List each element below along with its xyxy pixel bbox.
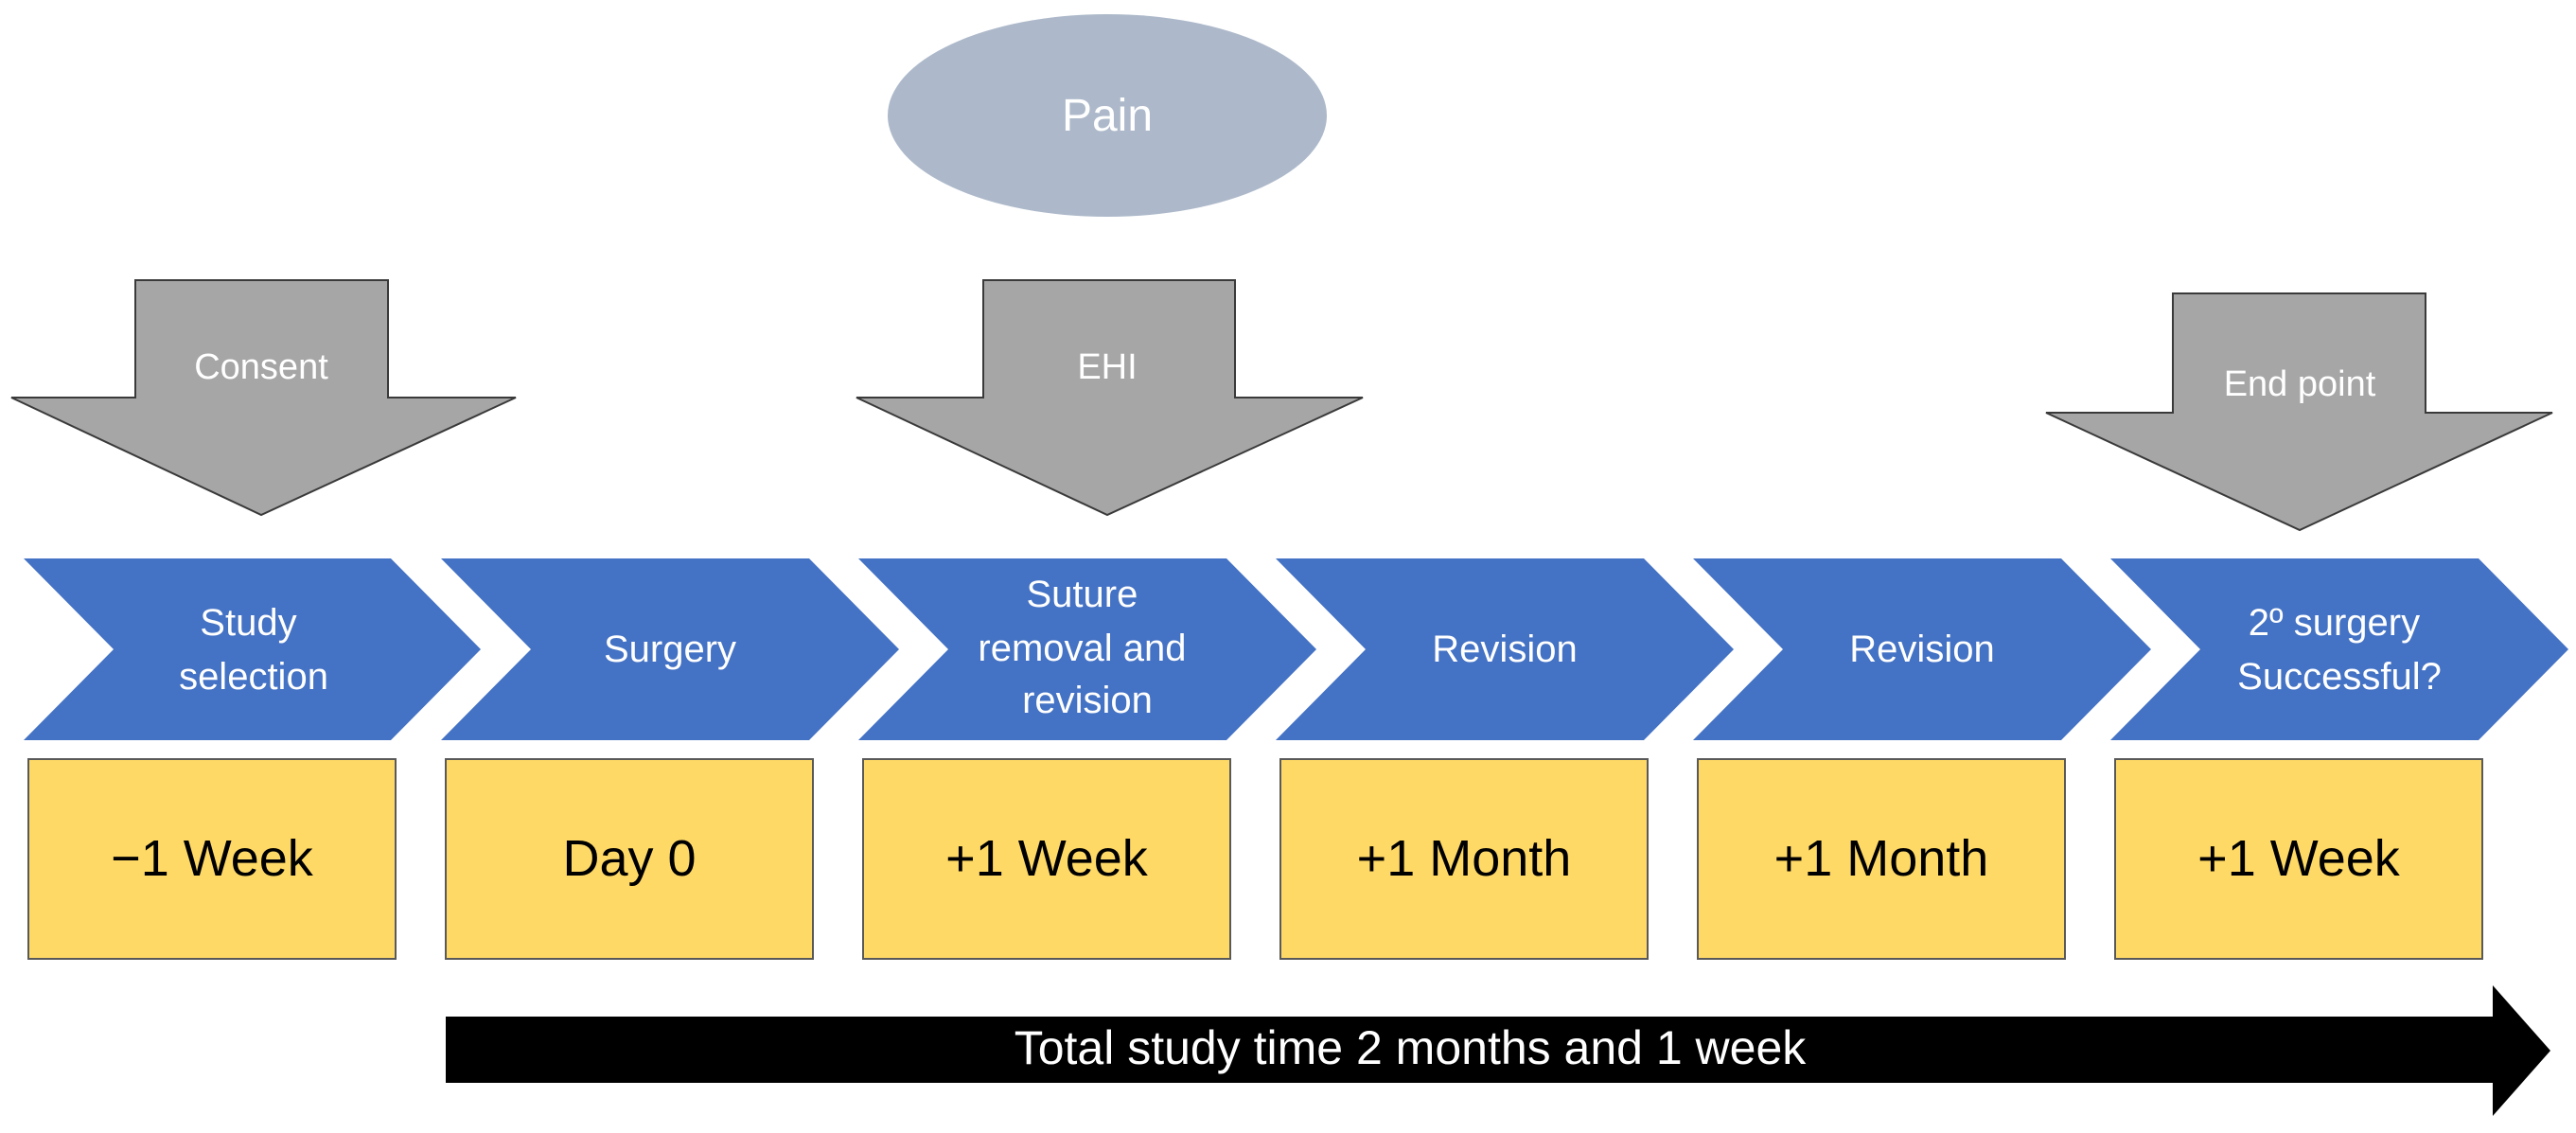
ehi-arrow-group: EHI: [856, 279, 1364, 517]
time-boxes: −1 Week Day 0 +1 Week +1 Month +1 Month …: [27, 758, 2483, 960]
time-box-3: [862, 758, 1231, 960]
chevron-surgery: [441, 558, 899, 740]
chevron-suture-removal: [858, 558, 1316, 740]
chevron-revision-1: [1276, 558, 1734, 740]
ehi-arrow-label: EHI: [1077, 347, 1137, 387]
step-label-study-selection: Study selection: [179, 602, 328, 698]
consent-arrow-group: Consent: [10, 279, 517, 517]
time-label-3: +1 Week: [945, 830, 1149, 887]
time-box-5: [1697, 758, 2066, 960]
step-label-revision-1: Revision: [1432, 628, 1577, 670]
chevron-second-surgery: [2110, 558, 2568, 740]
time-label-1: −1 Week: [111, 830, 314, 887]
chevron-revision-2: [1693, 558, 2151, 740]
time-box-1: [27, 758, 397, 960]
process-chevrons: [24, 558, 2568, 740]
step-label-suture-removal: Suture removal and revision: [978, 574, 1196, 721]
time-label-5: +1 Month: [1774, 830, 1989, 887]
total-time-arrow-group: Total study time 2 months and 1 week: [446, 985, 2550, 1116]
time-label-4: +1 Month: [1357, 830, 1572, 887]
ehi-down-arrow: [856, 279, 1364, 517]
time-box-2: [445, 758, 814, 960]
consent-down-arrow: [10, 279, 517, 517]
step-label-surgery: Surgery: [604, 628, 736, 670]
total-time-label: Total study time 2 months and 1 week: [1015, 1021, 1808, 1074]
pain-ellipse: [888, 14, 1327, 217]
consent-arrow-label: Consent: [194, 347, 328, 387]
step-label-second-surgery: 2º surgery Successful?: [2237, 602, 2442, 698]
step-label-revision-2: Revision: [1849, 628, 1994, 670]
end-point-arrow-group: End point: [2045, 292, 2553, 532]
chevron-study-selection: [24, 558, 481, 740]
chevron-labels: Study selection Surgery Suture removal a…: [179, 574, 2442, 721]
pain-label: Pain: [1062, 91, 1153, 141]
time-box-6: [2114, 758, 2483, 960]
end-point-down-arrow: [2045, 292, 2553, 532]
time-box-4: [1279, 758, 1649, 960]
time-label-6: +1 Week: [2197, 830, 2401, 887]
time-label-2: Day 0: [562, 830, 696, 887]
end-point-arrow-label: End point: [2224, 364, 2376, 404]
pain-ellipse-group: Pain: [888, 14, 1327, 217]
total-time-arrow: [446, 985, 2550, 1116]
